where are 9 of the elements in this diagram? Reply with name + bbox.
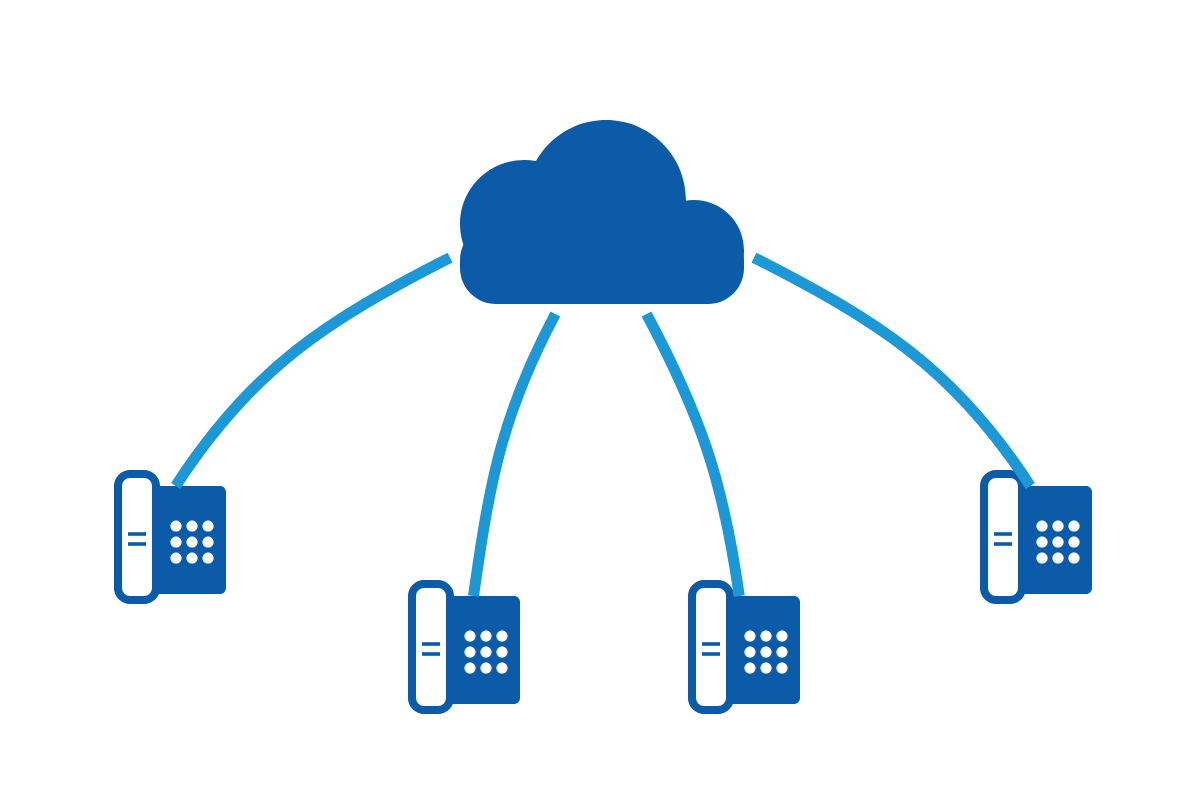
connector-line xyxy=(171,252,453,490)
phone-icon xyxy=(688,580,800,714)
connector-line xyxy=(641,311,745,597)
phone-icon xyxy=(408,580,520,714)
connector-line xyxy=(468,311,561,597)
phone-icon xyxy=(980,470,1092,604)
connector-line xyxy=(751,252,1035,490)
cloud xyxy=(460,120,744,304)
phone-icon xyxy=(114,470,226,604)
